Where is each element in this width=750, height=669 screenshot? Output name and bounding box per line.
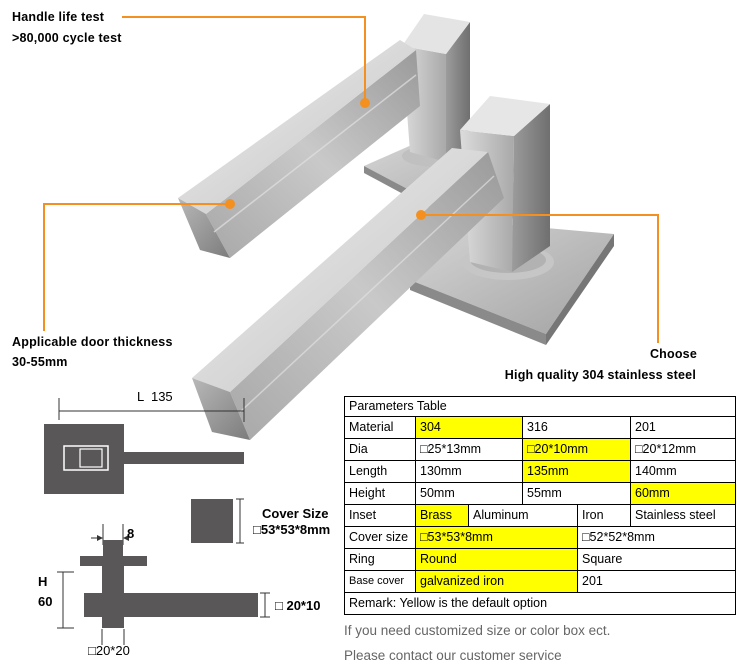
height-value: 60: [38, 594, 53, 609]
top-view-neck-outline: [63, 445, 109, 471]
row-label-dia: Dia: [345, 439, 415, 460]
stem-width-arrowhead: [97, 535, 103, 541]
table-cell: □53*53*8mm: [416, 527, 577, 548]
table-cell: Iron: [578, 505, 630, 526]
life-test-callout-line: [122, 16, 366, 103]
back-handle-lever-top: [178, 40, 416, 214]
door-thickness-title: Applicable door thickness: [12, 335, 173, 349]
table-cell: 316: [523, 417, 630, 438]
table-cell: 55mm: [523, 483, 630, 504]
table-cell: 135mm: [523, 461, 630, 482]
top-view-neck-inner: [79, 448, 103, 468]
table-cell: 304: [416, 417, 522, 438]
front-handle-rose-edge: [546, 234, 614, 345]
table-cell: Aluminum: [469, 505, 577, 526]
row-label-material: Material: [345, 417, 415, 438]
front-handle-neck-cap: [460, 96, 550, 136]
top-view: [44, 398, 245, 494]
table-cell: Brass: [416, 505, 468, 526]
front-handle-neck: [512, 104, 550, 272]
table-cell: galvanized iron: [416, 571, 577, 592]
length-label: L 135: [137, 389, 173, 404]
side-view-lever: [84, 593, 258, 617]
table-cell: 201: [631, 417, 735, 438]
neck-section-label: □20*20: [88, 643, 130, 658]
door-thickness-detail: 30-55mm: [12, 355, 68, 369]
customization-note: If you need customized size or color box…: [344, 623, 611, 638]
row-label-inset: Inset: [345, 505, 415, 526]
life-test-detail: >80,000 cycle test: [12, 31, 122, 45]
door-thickness-callout-dot: [225, 199, 235, 209]
door-thickness-callout-line: [43, 203, 230, 331]
table-cell: 60mm: [631, 483, 735, 504]
table-cell: 50mm: [416, 483, 522, 504]
row-label-height: Height: [345, 483, 415, 504]
lever-section-label: □ 20*10: [275, 598, 321, 613]
table-remark: Remark: Yellow is the default option: [345, 593, 735, 614]
top-view-lever: [62, 452, 244, 464]
material-callout-detail: High quality 304 stainless steel: [504, 368, 696, 382]
table-cell: Square: [578, 549, 735, 570]
cover-square: [191, 499, 233, 543]
table-cell: Stainless steel: [631, 505, 735, 526]
row-label-ring: Ring: [345, 549, 415, 570]
dimension-drawing: [44, 398, 270, 645]
front-handle-lever-end: [192, 378, 250, 440]
front-handle: [192, 96, 614, 440]
cover-size-title: Cover Size: [262, 506, 329, 521]
table-title: Parameters Table: [345, 397, 735, 416]
side-view: [57, 524, 270, 645]
table-cell: □20*10mm: [523, 439, 630, 460]
front-handle-lever-top: [192, 148, 488, 392]
front-handle-rose-edge: [410, 280, 546, 345]
stem-width-label: 8: [127, 526, 135, 541]
table-cell: □20*12mm: [631, 439, 735, 460]
back-handle-lever-end: [178, 198, 230, 258]
cover-view: [191, 498, 244, 544]
callout-lines: [43, 16, 659, 343]
stem-width-arrowhead: [123, 535, 129, 541]
cover-size-value: □53*53*8mm: [253, 522, 331, 537]
row-label-cover-size: Cover size: [345, 527, 415, 548]
back-handle-neck-cap: [402, 14, 470, 54]
life-test-callout-dot: [360, 98, 370, 108]
table-cell: 201: [578, 571, 735, 592]
table-cell: Round: [416, 549, 577, 570]
side-view-stem: [103, 540, 123, 557]
row-label-base-cover: Base cover: [345, 571, 415, 592]
height-symbol: H: [38, 574, 48, 589]
table-cell: □25*13mm: [416, 439, 522, 460]
material-callout-dot: [416, 210, 426, 220]
parameters-table: Parameters Table Material 304 316 201 Di…: [344, 396, 736, 615]
life-test-title: Handle life test: [12, 10, 105, 24]
table-cell: □52*52*8mm: [578, 527, 735, 548]
front-handle-lever: [230, 152, 504, 440]
material-callout-title: Choose: [649, 347, 697, 361]
contact-note: Please contact our customer service: [344, 648, 562, 663]
side-view-rose: [80, 556, 147, 566]
back-handle-streak: [213, 74, 417, 233]
material-callout-line: [421, 214, 659, 343]
table-cell: 140mm: [631, 461, 735, 482]
row-label-length: Length: [345, 461, 415, 482]
table-cell: 130mm: [416, 461, 522, 482]
